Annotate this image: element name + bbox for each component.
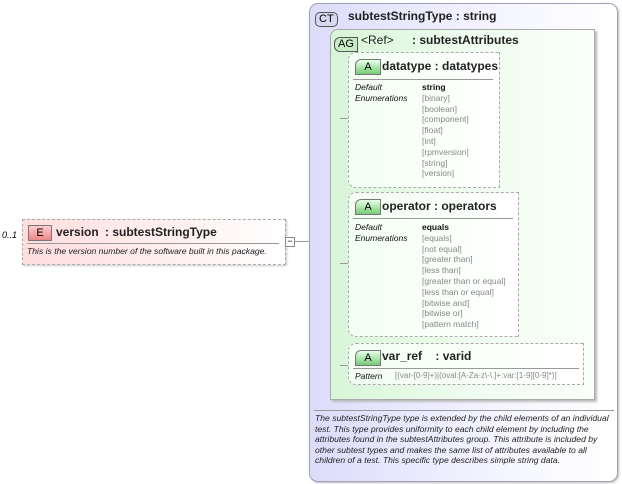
divider — [353, 218, 513, 219]
attribute-group-name: : subtestAttributes — [412, 33, 519, 47]
pattern-label: Pattern — [355, 371, 383, 381]
enumeration-value: [bitwise or] — [422, 308, 463, 319]
enumeration-value: [less than or equal] — [422, 286, 494, 297]
connector — [340, 263, 349, 264]
multiplicity: 0..1 — [2, 230, 18, 240]
attribute-group-ref: <Ref> — [361, 33, 394, 47]
enumeration-value: [pattern match] — [422, 319, 479, 330]
attribute-badge: A — [355, 199, 381, 215]
pattern-value: [(var-[0-9]+)|(oval:[A-Za-z\-\.]+:var:[1… — [395, 371, 557, 380]
enumerations-label: Enumerations — [355, 232, 408, 243]
complex-type-doc: The subtestStringType type is extended b… — [315, 413, 609, 466]
enumeration-value: [int] — [422, 135, 436, 146]
element-type: : subtestStringType — [105, 225, 217, 239]
enumeration-value: [float] — [422, 125, 443, 136]
attribute-name: var_ref : varid — [382, 349, 472, 363]
divider — [353, 368, 579, 369]
enumeration-value: [version] — [422, 168, 455, 179]
enumeration-value: [greater than or equal] — [422, 275, 506, 286]
divider — [353, 79, 493, 80]
divider — [27, 243, 279, 244]
collapse-button[interactable]: − — [285, 237, 295, 247]
attribute-badge: A — [355, 350, 381, 366]
enumeration-value: [equals] — [422, 232, 452, 243]
connector — [340, 365, 349, 366]
enumeration-value: [less than] — [422, 265, 461, 276]
attribute-name: operator : operators — [382, 199, 497, 213]
element-doc: This is the version number of the softwa… — [27, 246, 267, 256]
connector — [340, 118, 349, 119]
complex-type-title: subtestStringType : string — [348, 9, 497, 23]
enumeration-value: [bitwise and] — [422, 297, 470, 308]
enumeration-value: [greater than] — [422, 254, 473, 265]
default-value: string — [422, 82, 446, 92]
enumerations-label: Enumerations — [355, 92, 408, 103]
element-badge: E — [28, 225, 52, 241]
divider — [314, 410, 614, 411]
enumeration-value: [rpmversion] — [422, 146, 469, 157]
attribute-badge: A — [355, 59, 381, 75]
complex-type-badge: CT — [315, 12, 338, 27]
enumeration-value: [binary] — [422, 92, 450, 103]
enumeration-value: [boolean] — [422, 103, 457, 114]
default-value: equals — [422, 222, 449, 232]
element-version[interactable]: E version : subtestStringType This is th… — [22, 219, 286, 265]
attribute-group-badge: AG — [334, 37, 358, 52]
enumeration-value: [component] — [422, 114, 469, 125]
element-name: version — [56, 225, 99, 239]
enumeration-value: [not equal] — [422, 243, 462, 254]
attribute-var-ref: A var_ref : varid Pattern [(var-[0-9]+)|… — [348, 343, 584, 385]
connector — [293, 241, 310, 242]
enumeration-value: [string] — [422, 157, 448, 168]
default-label: Default — [355, 222, 382, 232]
default-label: Default — [355, 82, 382, 92]
attribute-name: datatype : datatypes — [382, 59, 499, 73]
